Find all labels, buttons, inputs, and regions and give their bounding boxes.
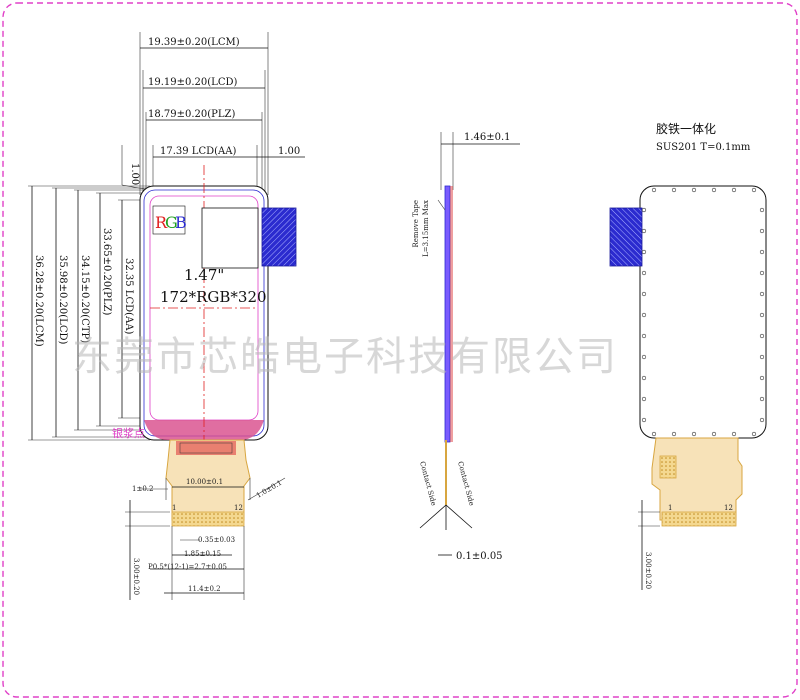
contact-side-right: Contact Side (456, 460, 476, 506)
back-plate-outline (639, 185, 767, 439)
screw-hole (641, 354, 647, 360)
back-tab-hatched (609, 207, 643, 267)
screw-hole (759, 417, 765, 423)
screw-hole (759, 375, 765, 381)
back-fpc-component (659, 455, 677, 479)
front-pin-last: 12 (234, 504, 243, 512)
rgb-box (152, 205, 186, 235)
connector-width-dim: 11.4±0.2 (188, 585, 221, 593)
screw-hole (759, 291, 765, 297)
dim-ctp-height: 34.15±0.20(CTP) (79, 255, 90, 343)
screw-hole (759, 396, 765, 402)
screw-hole (691, 431, 697, 437)
dim-plz-width: 18.79±0.20(PLZ) (148, 109, 235, 120)
pin-span-dim: 1.85±0.15 (184, 550, 221, 558)
dim-lcm-width: 19.39±0.20(LCM) (148, 37, 240, 48)
fpc-width-dim: 10.00±0.1 (186, 478, 223, 486)
pin-pitch-dim: 0.35±0.03 (198, 536, 235, 544)
tape-note-1: Remove Tape (412, 200, 420, 248)
screw-hole (711, 187, 717, 193)
screw-hole (731, 431, 737, 437)
ic-outline (201, 207, 259, 269)
screw-hole (759, 270, 765, 276)
watermark: 东莞市芯皓电子科技有限公司 (72, 334, 618, 380)
rgb-r: R (155, 213, 168, 232)
front-pin-first: 1 (172, 504, 176, 512)
size-label: 1.47" (184, 266, 224, 284)
back-pin-last: 12 (724, 504, 733, 512)
screw-hole (641, 249, 647, 255)
fpc-bond-area (176, 441, 236, 455)
resolution-label: 172*RGB*320 (160, 288, 267, 306)
screw-hole (641, 375, 647, 381)
screw-hole (651, 431, 657, 437)
dim-right-margin: 1.00 (278, 146, 300, 157)
screw-hole (759, 249, 765, 255)
dim-aa-height: 32.35 LCD(AA) (123, 258, 134, 334)
screw-hole (641, 228, 647, 234)
screw-hole (641, 396, 647, 402)
screw-hole (751, 431, 757, 437)
contact-side-left: Contact Side (418, 460, 438, 506)
dim-plz-height: 33.65±0.20(PLZ) (101, 228, 112, 315)
dim-lcm-height: 36.28±0.20(LCM) (33, 255, 44, 347)
screw-hole (641, 291, 647, 297)
screw-hole (759, 207, 765, 213)
dim-lcd-height: 35.98±0.20(LCD) (57, 255, 68, 344)
back-connector-height-dim: 3.00±0.20 (644, 552, 652, 589)
silver-paste-label: 银浆点 (112, 426, 145, 440)
screw-hole (691, 187, 697, 193)
front-view: 19.39±0.20(LCM) 19.19±0.20(LCD) 18.79±0.… (28, 32, 305, 600)
screw-hole (641, 270, 647, 276)
rgb-g: G (165, 213, 178, 232)
back-connector-pads (661, 511, 737, 527)
screw-hole (731, 187, 737, 193)
width-dimensions: 19.39±0.20(LCM) 19.19±0.20(LCD) 18.79±0.… (121, 32, 305, 195)
back-title-cn: 胶铁一体化 (656, 121, 716, 136)
screw-hole (759, 228, 765, 234)
screw-hole (759, 312, 765, 318)
dim-lcd-width: 19.19±0.20(LCD) (148, 77, 237, 88)
side-layer (450, 186, 453, 442)
screw-hole (641, 207, 647, 213)
screw-hole (641, 417, 647, 423)
fpc-bond-outline (179, 442, 233, 454)
screw-hole (671, 431, 677, 437)
screw-hole (711, 431, 717, 437)
height-dimensions: 36.28±0.20(LCM) 35.98±0.20(LCD) 34.15±0.… (28, 185, 150, 441)
dim-left-margin: 1.00 (129, 163, 140, 185)
fpc-thickness-dim: 0.1±0.05 (456, 551, 503, 562)
back-view: 胶铁一体化 SUS201 T=0.1mm 1 12 3.00±0.20 (609, 121, 767, 590)
side-tab-hatched (261, 207, 297, 267)
screw-hole (641, 312, 647, 318)
back-material: SUS201 T=0.1mm (656, 142, 751, 153)
back-pin-first: 1 (668, 504, 672, 512)
screw-hole (759, 354, 765, 360)
connector-pads (171, 511, 245, 527)
screw-hole (641, 333, 647, 339)
dim-aa-width: 17.39 LCD(AA) (160, 146, 236, 157)
rgb-b: B (175, 213, 187, 232)
pin-formula-dim: P0.5*(12-1)=2.7±0.05 (148, 563, 227, 571)
tape-note-2: L=3.15mm Max (422, 200, 430, 257)
side-thickness-dim: 1.46±0.1 (464, 132, 511, 143)
screw-hole (671, 187, 677, 193)
screw-hole (651, 187, 657, 193)
fpc-left-offset-dim: 1±0.2 (132, 485, 153, 493)
front-connector-height-dim: 3.00±0.20 (132, 558, 140, 595)
screw-hole (751, 187, 757, 193)
module-side-profile (444, 185, 451, 443)
fpc-angle-note: 1.0±0.1 (255, 479, 283, 500)
back-screw-holes (641, 187, 765, 437)
screw-hole (759, 333, 765, 339)
